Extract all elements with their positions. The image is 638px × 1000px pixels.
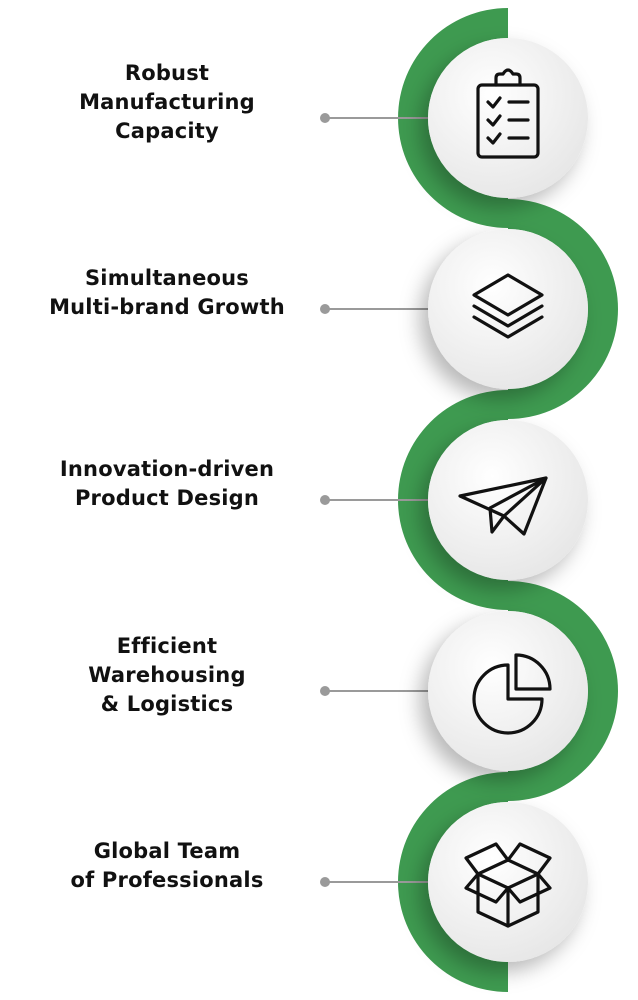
step-label-line: Capacity — [115, 118, 219, 143]
green-s-band — [398, 8, 618, 992]
band-segment — [508, 199, 618, 419]
step-label: Global Team of Professionals — [17, 837, 317, 895]
step-label-line: & Logistics — [100, 691, 234, 716]
band-segment — [398, 390, 508, 610]
band-segment — [398, 772, 508, 992]
step-label-line: Robust — [124, 60, 210, 85]
step-label-line: Global Team — [93, 839, 241, 863]
connector-dot — [320, 686, 330, 696]
step-label-line: Product Design — [74, 486, 260, 510]
step-circle — [428, 802, 588, 962]
open-box-icon — [464, 842, 552, 928]
pie-chart-icon — [472, 653, 552, 735]
step-label-line: Manufacturing — [79, 89, 255, 114]
connector-dot — [320, 113, 330, 123]
band-segment — [398, 8, 508, 228]
step-label-line: Multi-brand Growth — [49, 295, 285, 319]
step-label-line: Warehousing — [88, 662, 246, 687]
step-circle — [428, 38, 588, 198]
stacked-layers-icon — [472, 273, 544, 339]
step-label-line: Efficient — [116, 633, 218, 658]
clipboard-checklist-icon — [476, 68, 540, 159]
step-label-line: Innovation-driven — [59, 457, 275, 481]
connector-dot — [320, 877, 330, 887]
connector-dot — [320, 495, 330, 505]
band-segment — [508, 581, 618, 801]
step-label-line: Simultaneous — [84, 266, 250, 290]
step-circle — [428, 229, 588, 389]
paper-plane-icon — [458, 476, 548, 536]
step-label-line: of Professionals — [70, 868, 264, 892]
connector-dot — [320, 304, 330, 314]
